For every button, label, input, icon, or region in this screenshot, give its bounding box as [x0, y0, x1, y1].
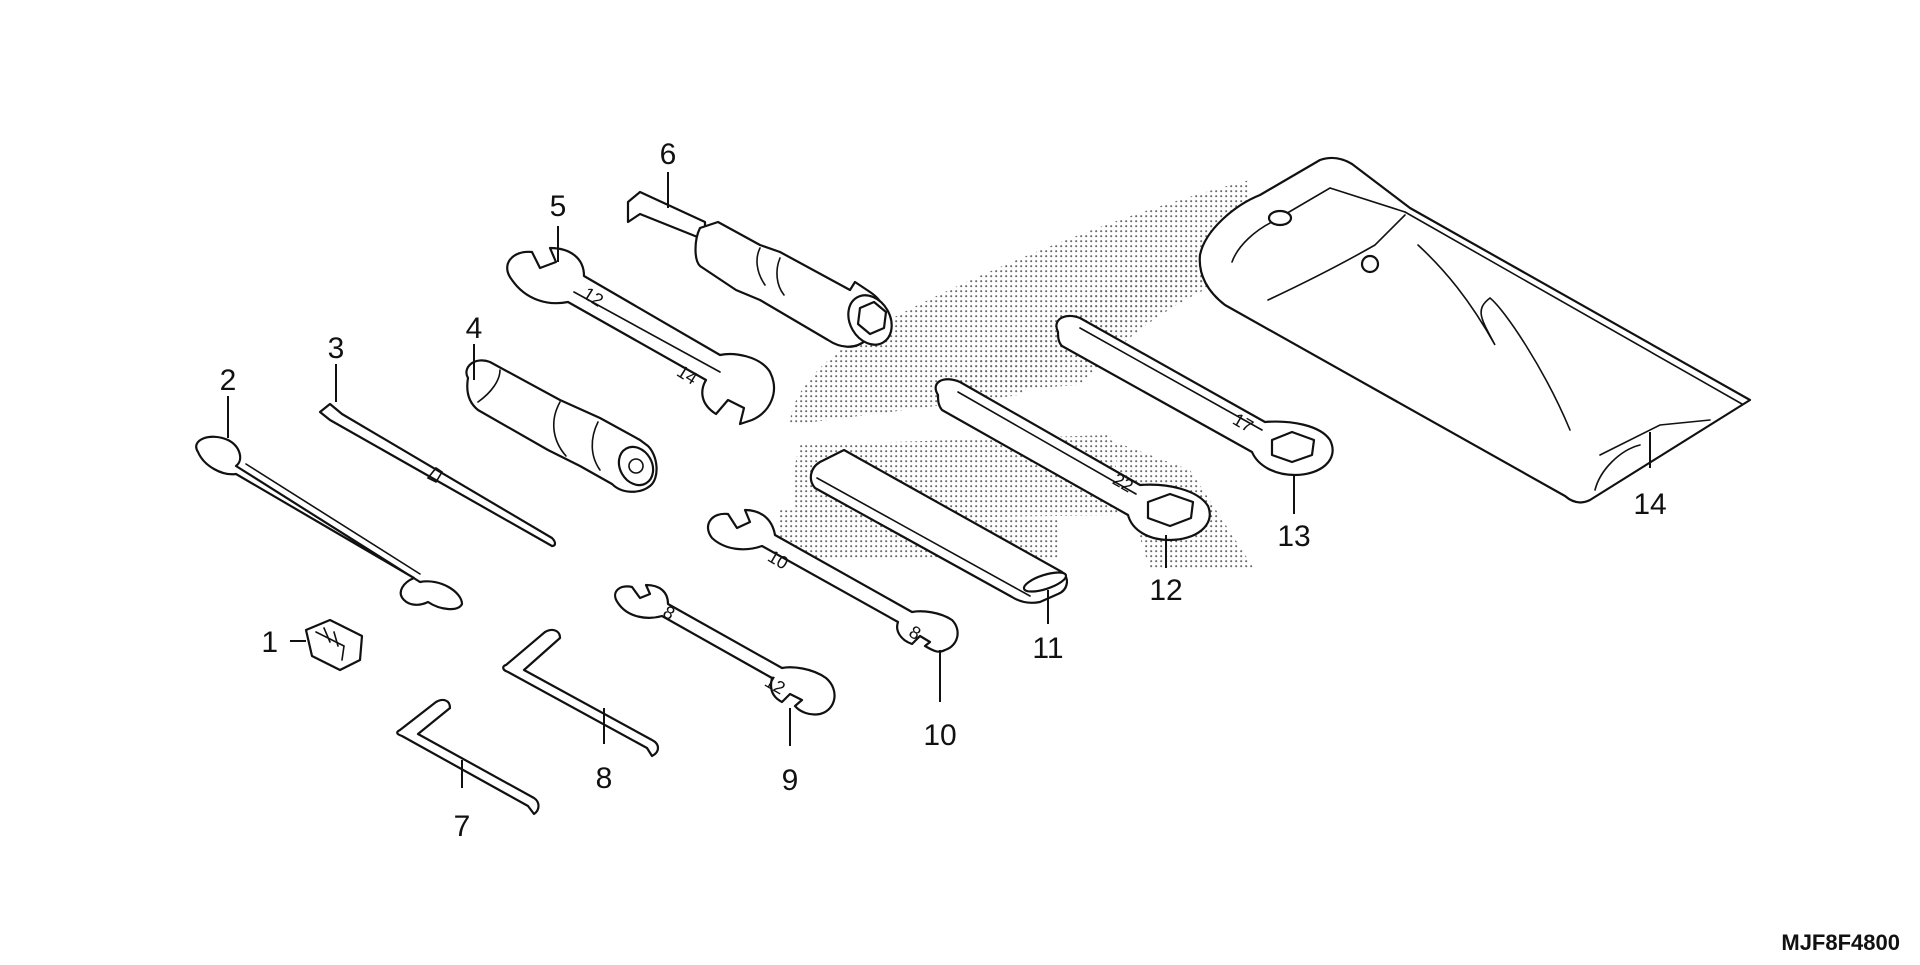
box-wrench-22: 22: [934, 378, 1211, 542]
callout-14: 14: [1633, 488, 1666, 521]
callout-3: 3: [328, 332, 345, 365]
callout-2: 2: [220, 364, 237, 397]
screwdriver: [318, 402, 557, 548]
callout-12: 12: [1149, 574, 1182, 607]
screwdriver-handle: [465, 359, 658, 493]
callout-6: 6: [660, 138, 677, 171]
spark-plug-socket: [626, 190, 893, 348]
callout-5: 5: [550, 190, 567, 223]
callout-9: 9: [782, 764, 799, 797]
open-wrench-8x12: 8 12: [614, 583, 836, 716]
hex-key-large: [502, 628, 660, 758]
wrench-handle-bar: [809, 448, 1068, 604]
callout-leaders: [227, 172, 1651, 788]
callout-7: 7: [454, 810, 471, 843]
hex-key-small: [396, 698, 540, 816]
callout-13: 13: [1277, 520, 1310, 553]
open-wrench-10x8: 10 8: [706, 508, 959, 653]
callout-10: 10: [923, 719, 956, 752]
box-wrench-17: 17: [1055, 314, 1334, 477]
drawing-code: MJF8F4800: [1781, 930, 1900, 955]
helmet-cable: [195, 435, 464, 611]
tool-clip: [304, 618, 364, 672]
callout-8: 8: [596, 762, 613, 795]
tool-bag: [1198, 156, 1752, 504]
callout-1: 1: [261, 626, 278, 659]
callout-labels: 1 2 3 4 5 6 7 8 9 10 11 12 13 14: [220, 138, 1667, 843]
callout-11: 11: [1032, 632, 1063, 665]
callout-4: 4: [466, 312, 483, 345]
